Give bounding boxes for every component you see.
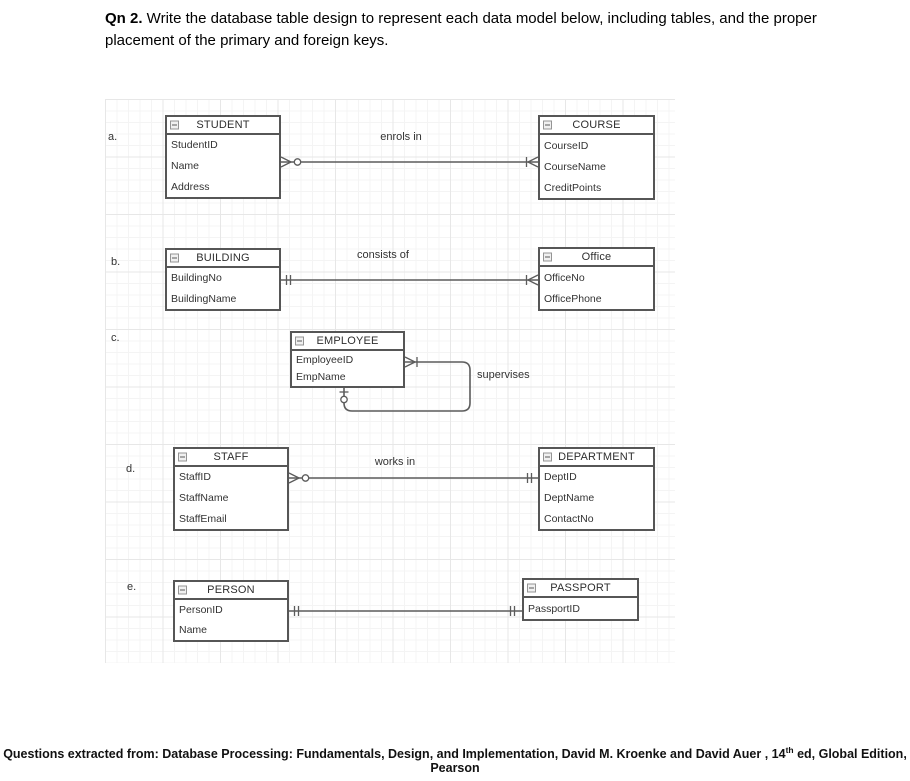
attribute: ContactNo: [544, 512, 594, 525]
question-text: Qn 2. Write the database table design to…: [105, 8, 865, 52]
entity-course-header: COURSE: [540, 117, 653, 135]
entity-office-attributes: OfficeNo OfficePhone: [540, 267, 653, 309]
attribute: CourseID: [544, 139, 589, 152]
entity-title: PERSON: [207, 584, 255, 596]
relationship-label-supervises: supervises: [477, 369, 530, 381]
attribute: PersonID: [179, 604, 223, 616]
entity-title: STAFF: [213, 451, 249, 463]
entity-staff-attributes: StaffID StaffName StaffEmail: [175, 467, 287, 529]
entity-staff-header: STAFF: [175, 449, 287, 467]
row-label-d: d.: [126, 463, 136, 475]
attribute: Name: [179, 624, 208, 636]
entity-building-attributes: BuildingNo BuildingName: [167, 268, 279, 309]
attribute: OfficeNo: [544, 271, 585, 284]
entity-office-header: Office: [540, 249, 653, 267]
row-label-e: e.: [127, 581, 137, 593]
row-label-a: a.: [108, 131, 118, 143]
entity-title: DEPARTMENT: [558, 451, 635, 463]
row-label-c: c.: [111, 332, 120, 344]
collapse-icon: [543, 120, 552, 130]
attribute: BuildingNo: [171, 272, 222, 285]
entity-title: Office: [581, 251, 612, 263]
footer-text-prefix: Questions extracted from: Database Proce…: [3, 747, 786, 762]
entity-department-attributes: DeptID DeptName ContactNo: [540, 467, 653, 529]
relationship-label-works-in: works in: [374, 456, 416, 468]
entity-passport-header: PASSPORT: [524, 580, 637, 598]
entity-passport-attributes: PassportID: [524, 598, 637, 619]
entity-course-attributes: CourseID CourseName CreditPoints: [540, 135, 653, 198]
entity-office: Office OfficeNo OfficePhone: [538, 247, 655, 311]
entity-building: BUILDING BuildingNo BuildingName: [165, 248, 281, 311]
entity-person-header: PERSON: [175, 582, 287, 600]
attribute: StaffID: [179, 471, 211, 484]
question-body: Write the database table design to repre…: [105, 10, 817, 49]
collapse-icon: [178, 452, 187, 462]
collapse-icon: [543, 452, 552, 462]
entity-employee-attributes: EmployeeID EmpName: [292, 351, 403, 386]
relationship-label-consists-of: consists of: [357, 249, 409, 261]
entity-department: DEPARTMENT DeptID DeptName ContactNo: [538, 447, 655, 531]
entity-student-header: STUDENT: [167, 117, 279, 135]
attribute: Name: [171, 160, 200, 172]
question-number: Qn 2.: [105, 10, 143, 27]
entity-building-header: BUILDING: [167, 250, 279, 268]
attribute: EmployeeID: [296, 353, 354, 366]
attribute: DeptID: [544, 471, 577, 484]
entity-staff: STAFF StaffID StaffName StaffEmail: [173, 447, 289, 531]
entity-employee-header: EMPLOYEE: [292, 333, 403, 351]
row-label-b: b.: [111, 256, 121, 268]
entity-title: EMPLOYEE: [316, 335, 379, 347]
attribute: DeptName: [544, 492, 595, 504]
attribute: BuildingName: [171, 292, 237, 305]
entity-employee: EMPLOYEE EmployeeID EmpName: [290, 331, 405, 388]
attribute: Address: [171, 180, 210, 193]
entity-department-header: DEPARTMENT: [540, 449, 653, 467]
attribute: StudentID: [171, 139, 218, 152]
entity-person-attributes: PersonID Name: [175, 600, 287, 640]
collapse-icon: [295, 336, 304, 346]
attribute: CreditPoints: [544, 181, 602, 194]
entity-title: STUDENT: [196, 119, 250, 131]
entity-passport: PASSPORT PassportID: [522, 578, 639, 621]
collapse-icon: [543, 252, 552, 262]
source-attribution: Questions extracted from: Database Proce…: [0, 745, 910, 775]
attribute: EmpName: [296, 371, 346, 384]
attribute: StaffName: [179, 492, 229, 504]
entity-person: PERSON PersonID Name: [173, 580, 289, 642]
collapse-icon: [170, 253, 179, 263]
entity-course: COURSE CourseID CourseName CreditPoints: [538, 115, 655, 200]
entity-student-attributes: StudentID Name Address: [167, 135, 279, 197]
entity-student: STUDENT StudentID Name Address: [165, 115, 281, 199]
relationship-label-enrols-in: enrols in: [380, 131, 422, 143]
entity-title: PASSPORT: [550, 582, 611, 594]
footer-text-suffix: ed, Global Edition, Pearson: [430, 747, 907, 776]
attribute: CourseName: [544, 160, 606, 173]
attribute: StaffEmail: [179, 512, 227, 525]
collapse-icon: [527, 583, 536, 593]
footer-superscript: th: [785, 745, 794, 755]
collapse-icon: [170, 120, 179, 130]
entity-title: COURSE: [572, 119, 621, 131]
entity-title: BUILDING: [196, 252, 250, 264]
attribute: OfficePhone: [544, 292, 602, 305]
collapse-icon: [178, 585, 187, 595]
attribute: PassportID: [528, 602, 580, 615]
